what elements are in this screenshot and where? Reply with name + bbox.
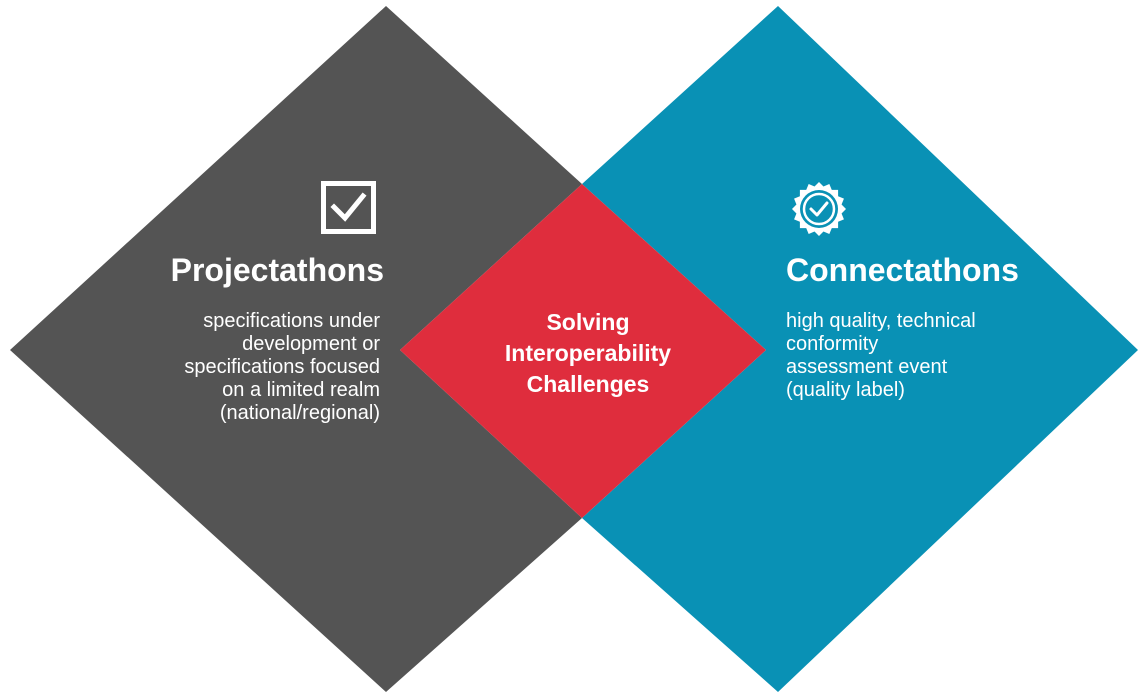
center-diamond — [400, 184, 766, 518]
description-line: assessment event — [786, 356, 948, 378]
center-label-line: Challenges — [526, 371, 650, 397]
checkbox-checked-icon — [321, 181, 376, 234]
projectathons-diamond — [10, 6, 582, 692]
description-line: conformity — [786, 333, 879, 355]
connectathons-title: Connectathons — [786, 252, 1019, 288]
center-label-line: Interoperability — [504, 340, 672, 366]
description-line: (national/regional) — [219, 402, 380, 424]
center-label-line: Solving — [546, 309, 630, 335]
projectathons-title: Projectathons — [170, 252, 384, 288]
badge-check-icon — [792, 182, 846, 236]
center-label: Solving Interoperability Challenges — [470, 307, 706, 400]
projectathons-description: specifications under development or spec… — [80, 310, 380, 425]
connectathons-description: high quality, technical conformity asses… — [786, 310, 1106, 402]
description-line: on a limited realm — [222, 379, 380, 401]
description-line: specifications under — [203, 310, 380, 332]
description-line: high quality, technical — [786, 310, 976, 332]
description-line: specifications focused — [184, 356, 380, 378]
connectathons-diamond — [582, 6, 1138, 692]
description-line: (quality label) — [786, 379, 905, 401]
description-line: development or — [242, 333, 380, 355]
